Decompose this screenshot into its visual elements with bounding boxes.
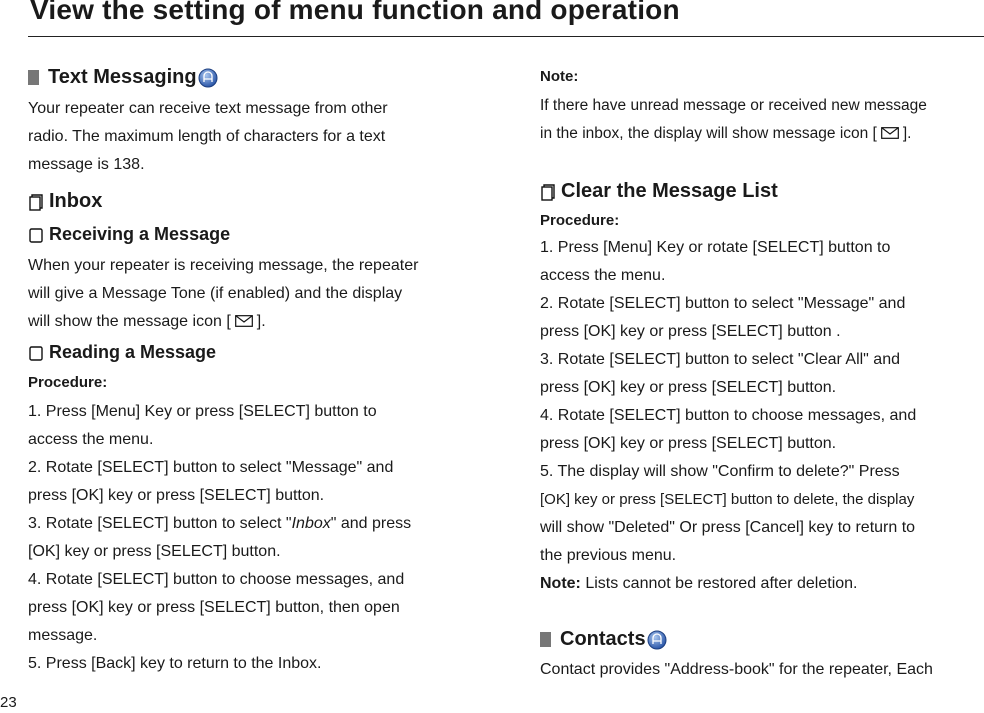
step-line: access the menu. [540,267,666,284]
step-line: press [OK] key or press [SELECT] button … [540,323,841,340]
envelope-icon [880,127,899,139]
note-line: If there have unread message or received… [540,97,927,114]
body-line: Your repeater can receive text message f… [28,100,388,117]
receiving-body: When your repeater is receiving message,… [28,252,470,336]
reading-steps: 1. Press [Menu] Key or press [SELECT] bu… [28,398,470,678]
step-line: 5. The display will show "Confirm to del… [540,463,900,480]
step-line: will show "Deleted" Or press [Cancel] ke… [540,519,916,536]
contacts-body: Contact provides "Address-book" for the … [540,656,984,684]
step-line: [OK] key or press [SELECT] button to del… [540,491,915,508]
text-messaging-title: Text Messaging [48,66,197,88]
step-line: 4. Rotate [SELECT] button to choose mess… [540,407,917,424]
step-line: press [OK] key or press [SELECT] button,… [28,599,400,616]
page-number: 23 [0,694,17,711]
clear-steps: 1. Press [Menu] Key or rotate [SELECT] b… [540,234,984,598]
step-line: [OK] key or press [SELECT] button. [28,543,281,560]
globe-icon [198,68,218,88]
reading-title: Reading a Message [49,342,217,362]
window-icon [28,193,46,211]
step-line: message. [28,627,98,644]
note-line: in the inbox, the display will show mess… [540,125,912,142]
contacts-heading: Contacts [540,628,667,651]
body-line: will show the message icon []. [28,313,266,330]
clear-heading: Clear the Message List [540,180,778,203]
section-bullet-icon [540,632,551,647]
body-line: will give a Message Tone (if enabled) an… [28,285,403,302]
receiving-title: Receiving a Message [49,224,231,244]
step-line: 1. Press [Menu] Key or press [SELECT] bu… [28,403,377,420]
step-line: 2. Rotate [SELECT] button to select "Mes… [28,459,394,476]
clear-title: Clear the Message List [561,180,778,202]
text-messaging-body: Your repeater can receive text message f… [28,95,470,179]
text-messaging-heading: Text Messaging [28,66,218,89]
window-icon [540,183,558,201]
note-body: If there have unread message or received… [540,92,984,148]
body-line: When your repeater is receiving message,… [28,257,419,274]
window-icon [28,344,46,362]
section-bullet-icon [28,70,39,85]
title-divider [28,36,984,37]
page-title: View the setting of menu function and op… [30,0,680,25]
reading-heading: Reading a Message [28,342,216,363]
step-line: 3. Rotate [SELECT] button to select "Cle… [540,351,900,368]
step-line: 4. Rotate [SELECT] button to choose mess… [28,571,405,588]
note-label: Note: [540,68,579,85]
step-line: press [OK] key or press [SELECT] button. [28,487,325,504]
body-line: message is 138. [28,156,145,173]
contacts-title: Contacts [560,628,646,650]
globe-icon [647,630,667,650]
step-line: press [OK] key or press [SELECT] button. [540,379,837,396]
step-line: 2. Rotate [SELECT] button to select "Mes… [540,295,906,312]
receiving-heading: Receiving a Message [28,224,230,245]
envelope-icon [234,315,253,327]
note-line: Note: Lists cannot be restored after del… [540,575,858,592]
window-icon [28,226,46,244]
inbox-title: Inbox [49,190,103,212]
body-line: radio. The maximum length of characters … [28,128,386,145]
procedure-label: Procedure: [28,374,108,391]
step-line: the previous menu. [540,547,677,564]
step-line: access the menu. [28,431,154,448]
step-line: press [OK] key or press [SELECT] button. [540,435,837,452]
step-line: 5. Press [Back] key to return to the Inb… [28,655,322,672]
step-line: 3. Rotate [SELECT] button to select "Inb… [28,515,412,532]
body-line: Contact provides "Address-book" for the … [540,661,933,678]
step-line: 1. Press [Menu] Key or rotate [SELECT] b… [540,239,891,256]
procedure-label: Procedure: [540,212,620,229]
inbox-heading: Inbox [28,190,102,213]
